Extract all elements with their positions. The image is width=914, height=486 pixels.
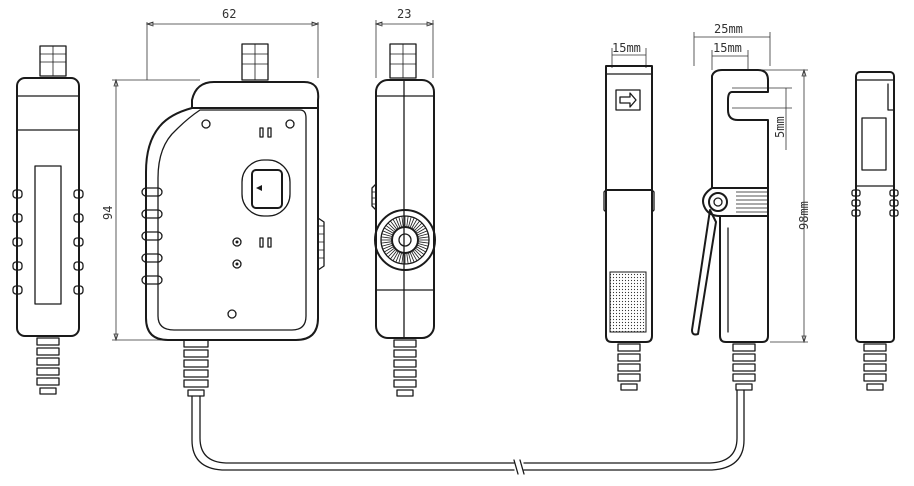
dial-tick <box>418 243 429 247</box>
dial-tick <box>409 217 415 228</box>
dial-tick <box>417 230 428 236</box>
connecting-cable <box>191 389 745 475</box>
side-view-left <box>12 45 84 395</box>
dial-tick <box>381 236 392 239</box>
dial-tick <box>411 251 418 261</box>
front-view: 62 94 <box>101 7 325 397</box>
dim-label-62: 62 <box>222 7 236 21</box>
dial-tick <box>411 219 418 229</box>
dim-label-94: 94 <box>101 206 115 220</box>
dim-label-5mm: 5mm <box>773 116 787 138</box>
dial-tick <box>416 246 426 253</box>
dial-tick <box>406 216 409 227</box>
dial-tick <box>409 252 415 263</box>
dial-tick <box>414 222 423 231</box>
edge-grips <box>851 189 899 217</box>
dial-tick <box>381 243 392 247</box>
dim-label-98mm: 98mm <box>797 201 811 230</box>
dial-tick <box>398 216 402 227</box>
dial-tick <box>382 230 393 236</box>
dim-label-15mm-b: 15mm <box>713 41 742 55</box>
dial-tick <box>416 227 426 234</box>
dial-tick <box>417 244 428 250</box>
dim-clamp-width: 25mm <box>693 22 771 66</box>
direction-label <box>615 89 641 111</box>
strain-relief-6 <box>863 343 887 391</box>
indicator-leds <box>232 237 242 269</box>
dim-label-25mm: 25mm <box>714 22 743 36</box>
dial-tick <box>385 248 395 255</box>
dial-tick <box>392 251 399 261</box>
clamp-edge-view <box>851 71 899 391</box>
dial-tick <box>395 252 401 263</box>
dial-tick <box>406 253 409 264</box>
dial-tick <box>384 227 394 234</box>
strain-relief-3 <box>393 339 417 397</box>
dim-label-23: 23 <box>397 7 411 21</box>
dial-tick <box>408 253 412 264</box>
dim-depth-side: 23 <box>374 7 435 78</box>
dial-tick <box>385 225 395 232</box>
side-grips-front <box>141 187 163 285</box>
dial-tick <box>418 233 429 237</box>
dial-tick <box>418 241 429 244</box>
dim-clamp-height: 98mm <box>760 68 811 344</box>
dial-tick <box>401 216 404 227</box>
dial-tick <box>387 249 396 258</box>
dial-tick <box>413 250 420 260</box>
dim-label-15mm-a: 15mm <box>612 41 641 55</box>
dial-tick <box>381 241 392 244</box>
range-switch <box>241 159 291 217</box>
clamp-front-view: 15mm <box>603 41 655 391</box>
dim-jaw-opening-b: 15mm <box>711 41 749 70</box>
strain-relief-2 <box>183 339 209 397</box>
side-grips-left <box>12 189 84 295</box>
dial-tick <box>415 248 425 255</box>
knurled-dial <box>374 209 436 271</box>
dim-jaw-opening-a: 15mm <box>611 41 647 68</box>
dial-tick <box>414 249 423 258</box>
dial-tick <box>395 217 401 228</box>
side-label-panel <box>34 165 62 305</box>
strain-relief-4 <box>617 343 641 391</box>
side-view-dial: 23 <box>371 7 436 397</box>
strain-relief-1 <box>36 337 60 395</box>
dial-tick <box>398 253 402 264</box>
dial-tick <box>401 253 404 264</box>
clamp-ribs <box>736 191 768 213</box>
dial-tick <box>382 244 393 250</box>
dial-tick <box>413 220 420 230</box>
dim-jaw-offset: 5mm <box>732 87 792 150</box>
dial-tick <box>381 233 392 237</box>
strain-relief-5 <box>732 343 756 391</box>
dial-tick <box>408 216 412 227</box>
dim-width-front: 62 <box>145 7 320 80</box>
dial-tick <box>418 236 429 239</box>
dial-tick <box>387 222 396 231</box>
dial-tick <box>384 246 394 253</box>
dial-tick <box>390 220 397 230</box>
dial-tick <box>390 250 397 260</box>
grip-texture <box>609 271 647 333</box>
dial-tick <box>415 225 425 232</box>
clamp-side-view: 25mm 15mm 5mm 98mm <box>691 22 811 391</box>
dial-tick <box>392 219 399 229</box>
